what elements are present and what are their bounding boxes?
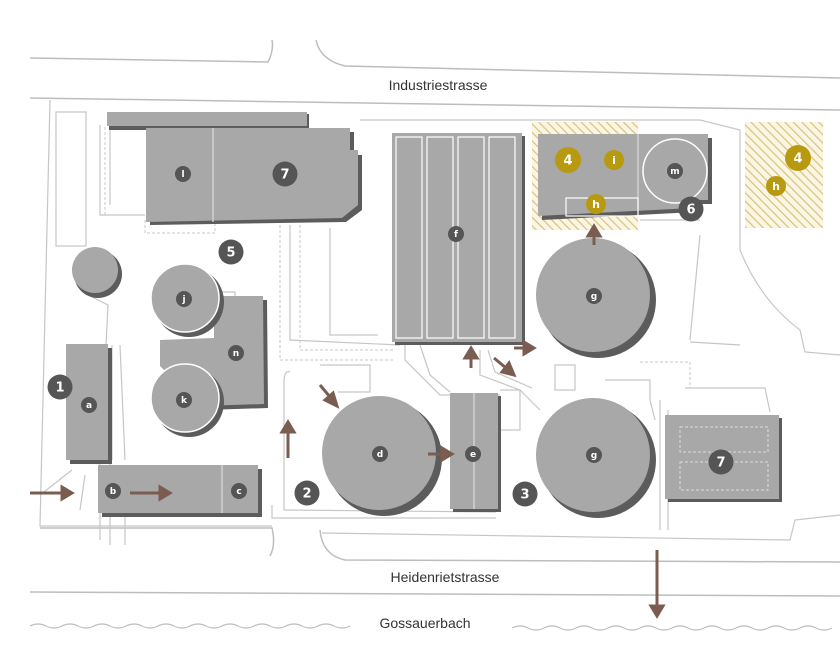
marker-label: n: [233, 349, 239, 359]
marker-label: k: [181, 396, 188, 406]
map-marker-b: b: [105, 483, 121, 499]
map-marker-i: i: [604, 150, 624, 170]
site-boundary: [39, 99, 840, 545]
marker-circle: [272, 161, 298, 187]
marker-circle: [231, 483, 247, 499]
marker-label: 6: [686, 203, 695, 218]
marker-label: i: [612, 154, 616, 167]
marker-label: 4: [793, 152, 802, 167]
marker-circle: [175, 166, 191, 182]
marker-circle: [47, 374, 73, 400]
marker-circle: [586, 194, 606, 214]
map-marker-7: 7: [272, 161, 298, 187]
map-marker-g: g: [586, 447, 602, 463]
marker-circle: [785, 145, 811, 171]
marker-circle: [176, 392, 192, 408]
map-marker-j: j: [176, 291, 192, 307]
marker-circle: [586, 288, 602, 304]
marker-circle: [512, 481, 538, 507]
marker-label: h: [592, 198, 600, 211]
marker-circle: [708, 449, 734, 475]
map-marker-g: g: [586, 288, 602, 304]
map-marker-3: 3: [512, 481, 538, 507]
marker-circle: [218, 239, 244, 265]
map-marker-m: m: [667, 163, 683, 179]
marker-circle: [678, 196, 704, 222]
marker-label: c: [236, 487, 241, 497]
marker-label: 7: [280, 168, 289, 183]
map-marker-7: 7: [708, 449, 734, 475]
map-marker-c: c: [231, 483, 247, 499]
marker-circle: [465, 446, 481, 462]
creek-waves: [29, 623, 833, 631]
marker-label: 4: [563, 154, 572, 169]
map-marker-4: 4: [555, 147, 581, 173]
marker-label: 7: [716, 456, 725, 471]
marker-label: g: [591, 292, 597, 302]
marker-label: f: [454, 230, 458, 240]
marker-circle: [604, 150, 624, 170]
marker-circle: [81, 397, 97, 413]
dashed-pipes: [104, 125, 691, 388]
map-marker-1: 1: [47, 374, 73, 400]
marker-circle: [667, 163, 683, 179]
map-marker-f: f: [448, 226, 464, 242]
marker-label: g: [591, 451, 597, 461]
map-marker-a: a: [81, 397, 97, 413]
creek-label-gossauerbach: Gossauerbach: [379, 615, 470, 631]
marker-label: 1: [55, 381, 64, 396]
marker-label: l: [181, 170, 184, 180]
map-marker-h: h: [766, 176, 786, 196]
marker-label: 5: [226, 246, 235, 261]
marker-label: d: [377, 450, 383, 460]
marker-label: e: [470, 450, 476, 460]
marker-circle: [766, 176, 786, 196]
map-marker-e: e: [465, 446, 481, 462]
marker-circle: [586, 447, 602, 463]
marker-label: a: [86, 401, 92, 411]
marker-label: b: [110, 487, 117, 497]
road-lines: [29, 39, 840, 597]
marker-circle: [228, 345, 244, 361]
marker-circle: [372, 446, 388, 462]
flow-arrows: [30, 223, 666, 619]
map-marker-d: d: [372, 446, 388, 462]
map-marker-4: 4: [785, 145, 811, 171]
map-marker-l: l: [175, 166, 191, 182]
marker-circle: [105, 483, 121, 499]
marker-label: m: [670, 167, 679, 177]
marker-circle: [176, 291, 192, 307]
marker-circle: [294, 480, 320, 506]
marker-circle: [555, 147, 581, 173]
marker-label: 2: [302, 487, 311, 502]
marker-label: j: [181, 295, 185, 305]
street-label-heidenrietstrasse: Heidenrietstrasse: [391, 569, 500, 585]
marker-circle: [448, 226, 464, 242]
marker-label: 3: [520, 488, 529, 503]
map-marker-6: 6: [678, 196, 704, 222]
map-marker-n: n: [228, 345, 244, 361]
map-marker-5: 5: [218, 239, 244, 265]
map-marker-k: k: [176, 392, 192, 408]
street-label-industriestrasse: Industriestrasse: [389, 77, 488, 93]
map-marker-h: h: [586, 194, 606, 214]
map-marker-2: 2: [294, 480, 320, 506]
marker-label: h: [772, 180, 780, 193]
